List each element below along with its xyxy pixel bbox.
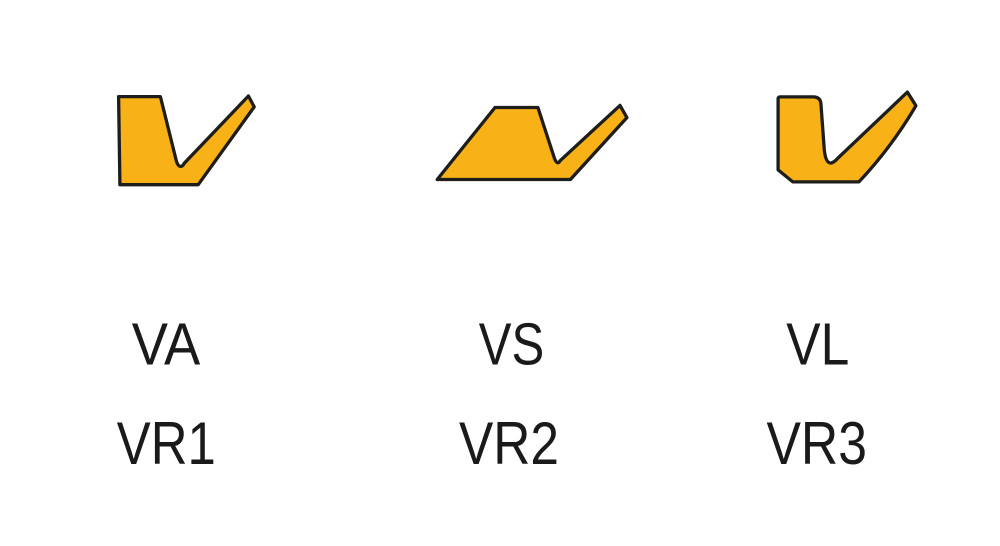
svg-text:VL: VL — [786, 311, 849, 377]
svg-text:VR1: VR1 — [117, 409, 216, 477]
svg-text:VS: VS — [479, 311, 545, 377]
svg-text:VA: VA — [132, 311, 201, 377]
svg-text:VR2: VR2 — [459, 409, 559, 477]
svg-text:VR3: VR3 — [766, 409, 867, 477]
